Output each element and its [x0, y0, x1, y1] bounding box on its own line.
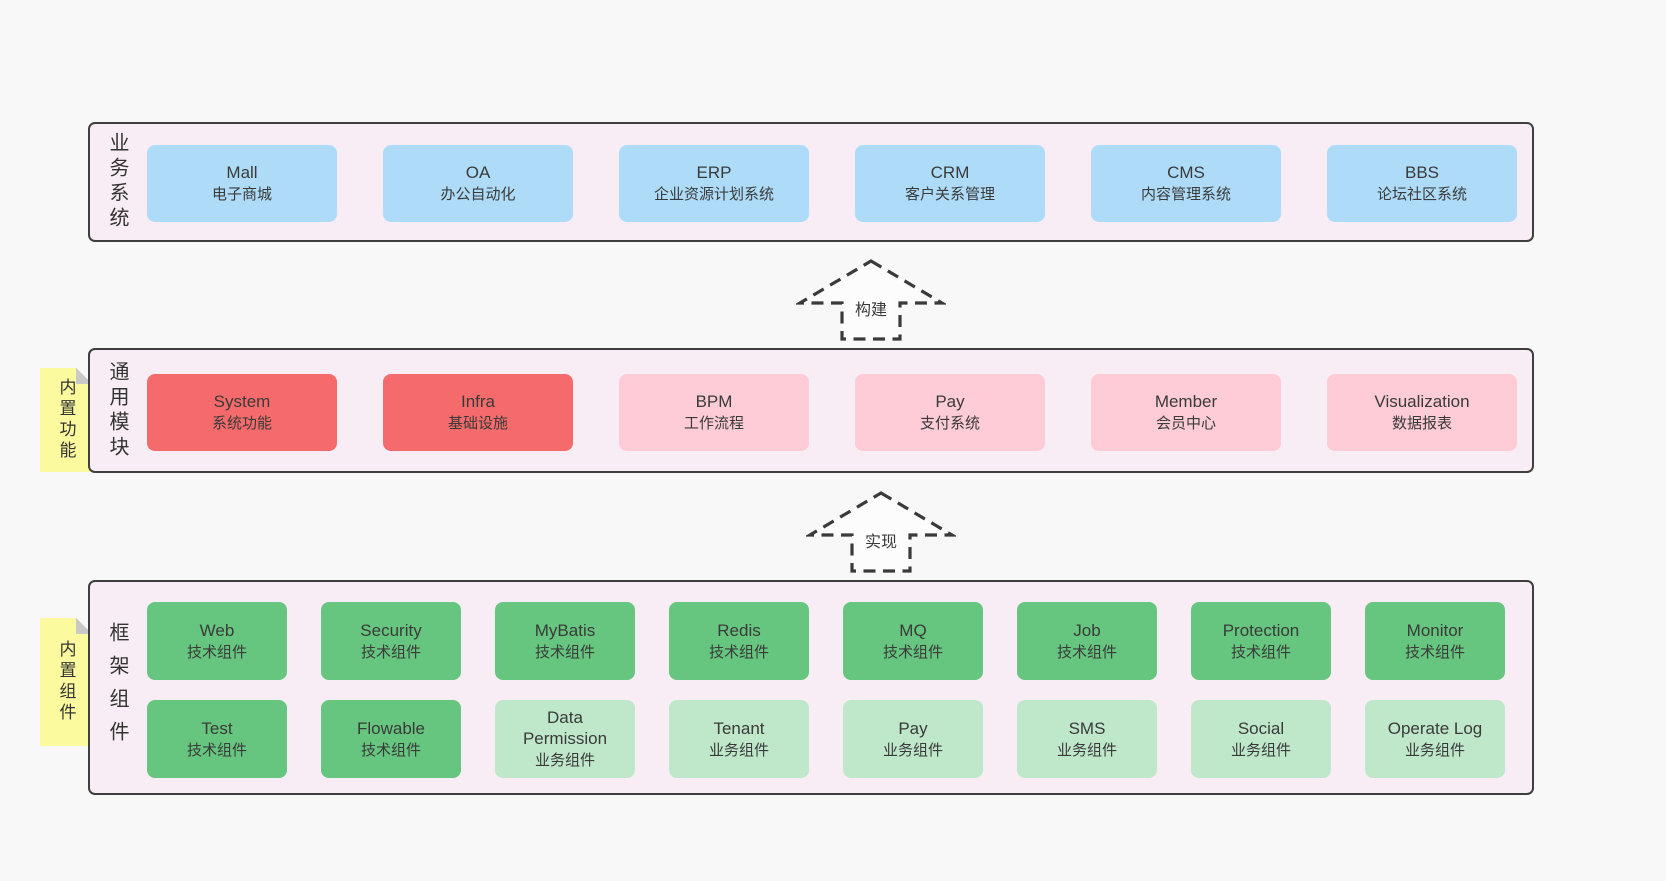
box-title: Social [1237, 718, 1285, 738]
box-protection: Protection 技术组件 [1191, 602, 1331, 680]
box-subtitle: 技术组件 [186, 741, 247, 759]
box-title: Pay [935, 392, 965, 411]
box-pay-component: Pay 业务组件 [843, 700, 983, 778]
box-subtitle: 业务组件 [534, 752, 595, 770]
box-redis: Redis 技术组件 [669, 602, 809, 680]
box-operate-log: Operate Log 业务组件 [1365, 700, 1505, 778]
box-subtitle: 论坛社区系统 [1376, 186, 1467, 204]
layer-framework-components-label: 框架组件 [106, 621, 128, 754]
sticky-note-builtin-features: 内置功能 [40, 368, 92, 472]
arrow-build: 构建 [796, 257, 946, 343]
layer-business-systems-label: 业务系统 [106, 132, 128, 232]
box-title: System [213, 392, 271, 411]
box-subtitle: 系统功能 [211, 415, 272, 433]
box-title: OA [465, 163, 491, 182]
box-title: ERP [696, 163, 732, 182]
layer-common-modules-label: 通用模块 [106, 360, 128, 461]
box-subtitle: 办公自动化 [440, 186, 516, 204]
box-title: BPM [695, 392, 733, 411]
box-subtitle: 技术组件 [360, 741, 421, 759]
box-title: Member [1154, 392, 1218, 411]
box-title: Web [199, 620, 235, 640]
box-crm: CRM 客户关系管理 [855, 145, 1045, 222]
box-sms: SMS 业务组件 [1017, 700, 1157, 778]
box-subtitle: 业务组件 [1404, 741, 1465, 759]
box-title: Flowable [356, 718, 426, 738]
sticky-note-builtin-components-label: 内置组件 [56, 640, 76, 724]
box-subtitle: 业务组件 [1230, 741, 1291, 759]
layer-business-systems: 业务系统 Mall 电子商城 OA 办公自动化 ERP 企业资源计划系统 CRM… [88, 122, 1534, 242]
box-pay-module: Pay 支付系统 [855, 374, 1045, 451]
box-title: Job [1073, 620, 1101, 640]
box-title: Tenant [713, 718, 765, 738]
box-subtitle: 支付系统 [919, 415, 980, 433]
box-subtitle: 业务组件 [1056, 741, 1117, 759]
box-subtitle: 工作流程 [683, 415, 744, 433]
box-title: Data Permission [522, 707, 608, 749]
box-title: Security [360, 620, 422, 640]
box-title: CMS [1167, 163, 1205, 182]
box-subtitle: 数据报表 [1391, 415, 1452, 433]
box-job: Job 技术组件 [1017, 602, 1157, 680]
box-infra: Infra 基础设施 [383, 374, 573, 451]
box-title: Test [201, 718, 233, 738]
box-web: Web 技术组件 [147, 602, 287, 680]
box-cms: CMS 内容管理系统 [1091, 145, 1281, 222]
arrow-implement-label: 实现 [860, 527, 902, 553]
box-title: Monitor [1406, 620, 1464, 640]
box-security: Security 技术组件 [321, 602, 461, 680]
arrow-implement: 实现 [806, 489, 956, 575]
box-subtitle: 技术组件 [882, 643, 943, 661]
box-mybatis: MyBatis 技术组件 [495, 602, 635, 680]
box-title: Pay [898, 718, 928, 738]
box-title: MQ [899, 620, 927, 640]
box-tenant: Tenant 业务组件 [669, 700, 809, 778]
box-mq: MQ 技术组件 [843, 602, 983, 680]
box-erp: ERP 企业资源计划系统 [619, 145, 809, 222]
box-member: Member 会员中心 [1091, 374, 1281, 451]
box-flowable: Flowable 技术组件 [321, 700, 461, 778]
box-title: Visualization [1374, 392, 1470, 411]
layer-framework-components: 框架组件 Web 技术组件 Security 技术组件 MyBatis 技术组件… [88, 580, 1534, 795]
box-subtitle: 技术组件 [360, 643, 421, 661]
box-title: CRM [930, 163, 970, 182]
box-title: BBS [1404, 163, 1440, 182]
box-bbs: BBS 论坛社区系统 [1327, 145, 1517, 222]
layer-common-modules: 通用模块 System 系统功能 Infra 基础设施 BPM 工作流程 Pay… [88, 348, 1534, 473]
box-test: Test 技术组件 [147, 700, 287, 778]
box-title: Mall [226, 163, 258, 182]
box-title: Infra [460, 392, 496, 411]
box-subtitle: 技术组件 [186, 643, 247, 661]
box-title: Protection [1222, 620, 1300, 640]
arrow-build-label: 构建 [850, 295, 892, 321]
box-subtitle: 企业资源计划系统 [653, 186, 774, 204]
box-subtitle: 技术组件 [1056, 643, 1117, 661]
box-subtitle: 业务组件 [708, 741, 769, 759]
box-system: System 系统功能 [147, 374, 337, 451]
box-subtitle: 技术组件 [1230, 643, 1291, 661]
box-data-permission: Data Permission 业务组件 [495, 700, 635, 778]
box-title: SMS [1068, 718, 1106, 738]
box-monitor: Monitor 技术组件 [1365, 602, 1505, 680]
sticky-note-builtin-features-label: 内置功能 [56, 378, 76, 462]
box-title: Redis [717, 620, 761, 640]
box-subtitle: 技术组件 [708, 643, 769, 661]
box-social: Social 业务组件 [1191, 700, 1331, 778]
box-mall: Mall 电子商城 [147, 145, 337, 222]
box-subtitle: 会员中心 [1155, 415, 1216, 433]
box-title: Operate Log [1387, 718, 1483, 738]
box-bpm: BPM 工作流程 [619, 374, 809, 451]
box-title: MyBatis [534, 620, 596, 640]
sticky-note-builtin-components: 内置组件 [40, 618, 92, 746]
box-subtitle: 电子商城 [211, 186, 272, 204]
box-subtitle: 客户关系管理 [904, 186, 995, 204]
box-subtitle: 内容管理系统 [1140, 186, 1231, 204]
box-subtitle: 业务组件 [882, 741, 943, 759]
box-subtitle: 技术组件 [1404, 643, 1465, 661]
box-subtitle: 技术组件 [534, 643, 595, 661]
box-visualization: Visualization 数据报表 [1327, 374, 1517, 451]
box-oa: OA 办公自动化 [383, 145, 573, 222]
box-subtitle: 基础设施 [447, 415, 508, 433]
